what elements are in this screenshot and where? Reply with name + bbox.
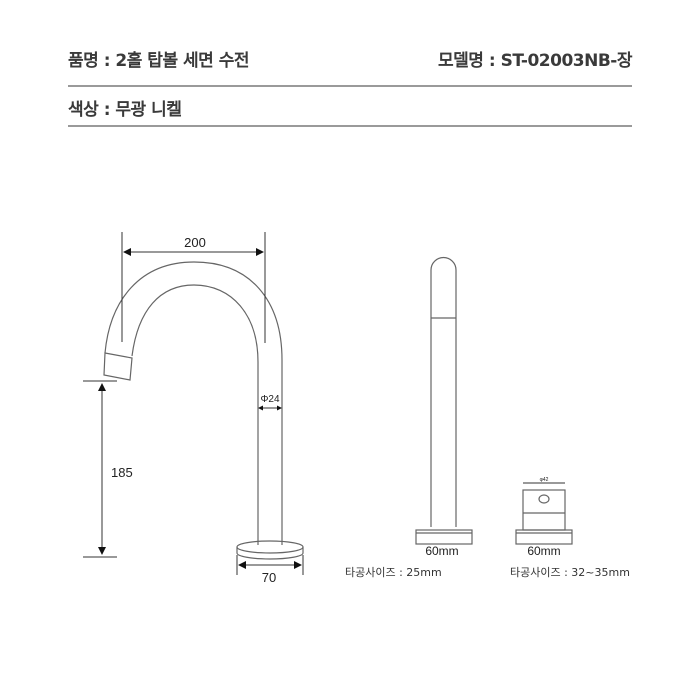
valve-base: [515, 529, 573, 545]
valve-body: [522, 489, 566, 531]
dim-base: 70: [262, 570, 276, 585]
valve-hole-size: 타공사이즈 : 32~35mm: [510, 566, 630, 579]
handle-body: [430, 256, 457, 527]
product-name: 품명 : 2홀 탑볼 세면 수전: [68, 51, 249, 71]
spout-outer: [104, 261, 283, 545]
dim-reach: 200: [184, 235, 206, 250]
handle-base: [415, 529, 473, 545]
model-number: 모델명 : ST-02003NB-장: [438, 51, 632, 71]
divider: [68, 125, 632, 127]
spout-inner: [131, 284, 259, 545]
handle-hole-size: 타공사이즈 : 25mm: [345, 566, 442, 579]
valve-base-size: 60mm: [527, 544, 560, 558]
spout-base: [236, 540, 304, 554]
aerator: [103, 352, 133, 381]
handle-base-size: 60mm: [425, 544, 458, 558]
dim-valve-top: φ42: [540, 477, 549, 483]
dim-height: 185: [111, 465, 133, 480]
color-finish: 색상 : 무광 니켈: [68, 100, 182, 120]
dim-pipe-diameter: Φ24: [260, 394, 280, 405]
divider: [68, 85, 632, 87]
